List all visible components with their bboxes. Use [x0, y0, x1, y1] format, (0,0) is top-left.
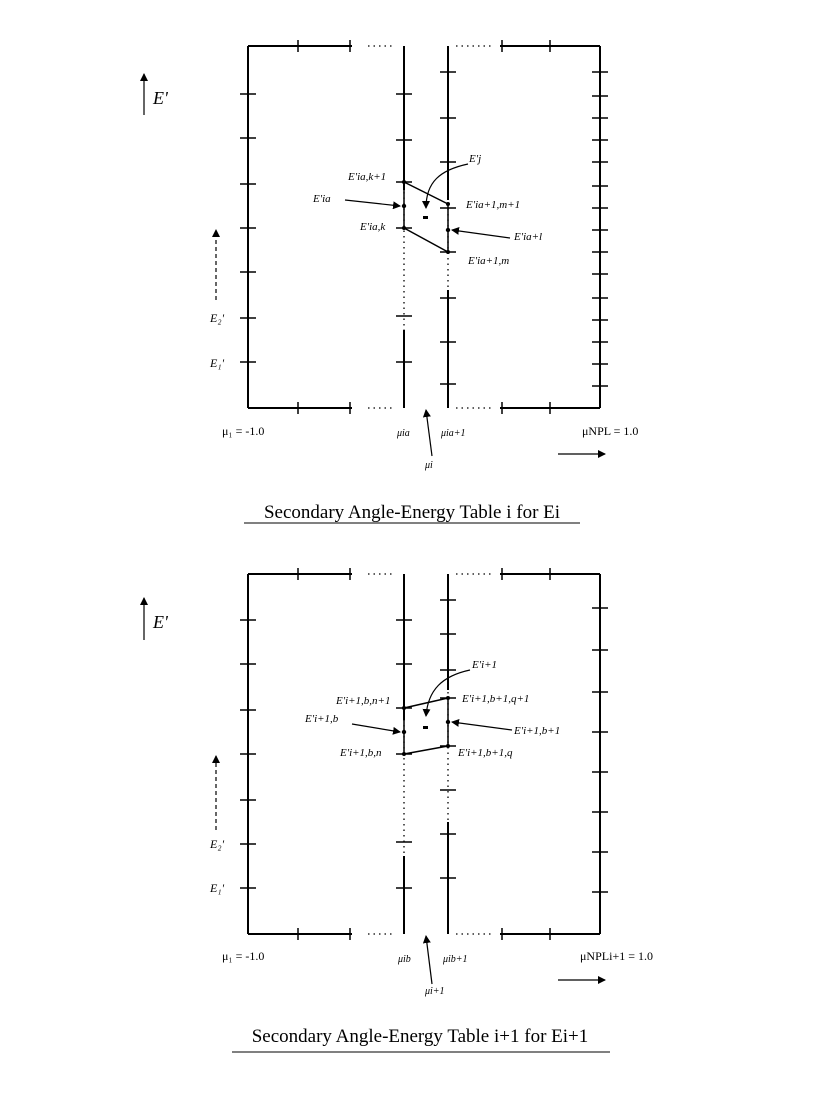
bottom-e-lb-right-label: E'i+1,b+1,q	[457, 747, 513, 759]
top-mu-ia-label: μia	[396, 428, 410, 439]
bottom-e2-label: E₂'	[209, 837, 225, 851]
bottom-e-target-label: E'i+1	[471, 659, 497, 671]
top-e-ub-left-label: E'ia,k+1	[347, 171, 386, 183]
top-e1-label: E₁'	[209, 356, 225, 370]
top-arrows	[140, 73, 606, 458]
top-e-lb-left-label: E'ia,k	[359, 221, 386, 233]
top-ticks	[240, 40, 608, 414]
top-e-target-label: E'j	[468, 153, 481, 165]
top-energy-axis-label: E'	[152, 88, 169, 108]
top-e-lb-right-label: E'ia+1,m	[467, 255, 509, 267]
top-e-a-left-label: E'ia	[312, 193, 331, 205]
bottom-e-b-right-label: E'i+1,b+1	[513, 725, 560, 737]
top-e-a-right-label: E'ia+l	[513, 231, 542, 243]
bottom-mu-last-label: μNPLi+1 = 1.0	[580, 949, 653, 963]
bottom-frame	[247, 573, 601, 935]
bottom-arrows	[140, 597, 606, 985]
bottom-energy-axis-label: E'	[152, 612, 169, 632]
bottom-panel: E' E₂' E₁' μ₁ = -1.0 μNPLi+1 = 1.0 μib μ…	[140, 568, 653, 1053]
bottom-e-lb-left-label: E'i+1,b,n	[339, 747, 382, 759]
bottom-points	[401, 696, 451, 756]
top-panel: E' E₂' E₁' μ₁ = -1.0 μNPL = 1.0 μia μia+…	[140, 40, 638, 524]
top-mu-i-label: μi	[424, 460, 433, 471]
bottom-e-ub-left-label: E'i+1,b,n+1	[335, 695, 390, 707]
top-caption: Secondary Angle-Energy Table i for Ei	[264, 502, 560, 523]
bottom-ticks	[240, 568, 608, 940]
bottom-mu-ib-label: μib	[397, 954, 411, 965]
bottom-e-ub-right-label: E'i+1,b+1,q+1	[461, 693, 529, 705]
top-frame	[247, 45, 601, 409]
top-e2-label: E₂'	[209, 311, 225, 325]
top-mu-last-label: μNPL = 1.0	[582, 424, 638, 438]
bottom-mu-first-label: μ₁ = -1.0	[222, 949, 264, 963]
bottom-e-b-left-label: E'i+1,b	[304, 713, 339, 725]
bottom-caption: Secondary Angle-Energy Table i+1 for Ei+…	[252, 1026, 589, 1047]
top-e-ub-right-label: E'ia+1,m+1	[465, 199, 520, 211]
bottom-dotted-lines	[368, 573, 492, 935]
top-points	[401, 180, 451, 254]
bottom-mu-i1-label: μi+1	[424, 986, 445, 997]
bottom-mu-ib1-label: μib+1	[442, 954, 468, 965]
top-mu-first-label: μ₁ = -1.0	[222, 424, 264, 438]
top-labels: E' E₂' E₁' μ₁ = -1.0 μNPL = 1.0 μia μia+…	[152, 88, 638, 471]
top-dotted-lines	[368, 45, 492, 409]
top-mu-ia1-label: μia+1	[440, 428, 466, 439]
bottom-e1-label: E₁'	[209, 881, 225, 895]
bottom-labels: E' E₂' E₁' μ₁ = -1.0 μNPLi+1 = 1.0 μib μ…	[152, 612, 653, 997]
